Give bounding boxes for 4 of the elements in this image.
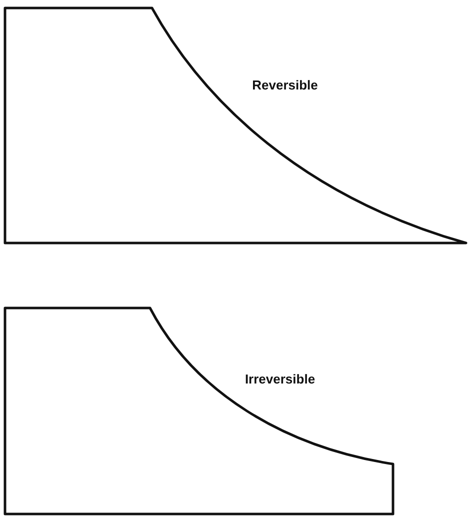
curve-label: Reversible bbox=[252, 78, 318, 92]
curve-area bbox=[4, 7, 467, 244]
curve-area bbox=[4, 307, 395, 515]
curve-label: Irreversible bbox=[244, 372, 316, 386]
